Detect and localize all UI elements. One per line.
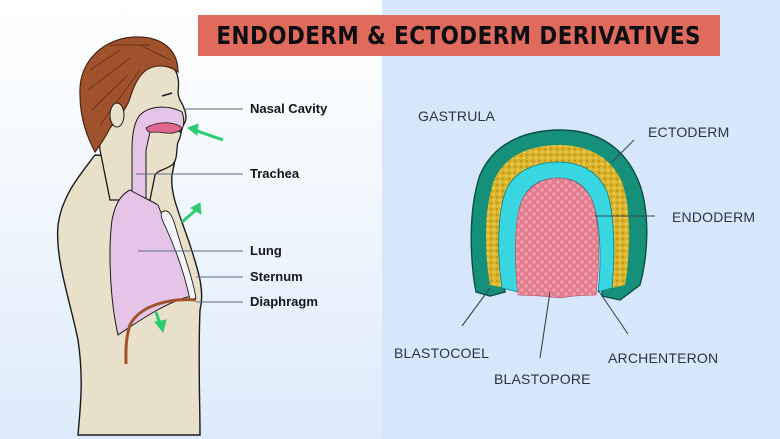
- hair-shape: [79, 36, 179, 154]
- lung-shape: [109, 189, 193, 336]
- label-gastrula: GASTRULA: [418, 108, 496, 124]
- diaphragm-shape: [124, 298, 197, 365]
- airflow-arrows: [154, 123, 224, 334]
- label-lung: Lung: [250, 243, 282, 258]
- label-nasal-cavity: Nasal Cavity: [250, 101, 328, 116]
- mouth-shape: [145, 122, 183, 134]
- ear-shape: [109, 102, 125, 128]
- human-respiratory-illustration: [56, 36, 243, 436]
- label-sternum: Sternum: [250, 269, 303, 284]
- label-archenteron: ARCHENTERON: [608, 350, 719, 366]
- human-leader-lines: [136, 108, 243, 303]
- eye-mark: [161, 92, 173, 97]
- label-endoderm: ENDODERM: [672, 209, 756, 225]
- title-banner: ENDODERM & ECTODERM DERIVATIVES: [198, 15, 720, 56]
- label-blastocoel: BLASTOCOEL: [394, 345, 490, 361]
- page-title: ENDODERM & ECTODERM DERIVATIVES: [216, 21, 702, 50]
- label-ectoderm: ECTODERM: [648, 124, 730, 140]
- label-blastopore: BLASTOPORE: [494, 371, 591, 387]
- label-trachea: Trachea: [250, 166, 300, 181]
- label-diaphragm: Diaphragm: [250, 294, 318, 309]
